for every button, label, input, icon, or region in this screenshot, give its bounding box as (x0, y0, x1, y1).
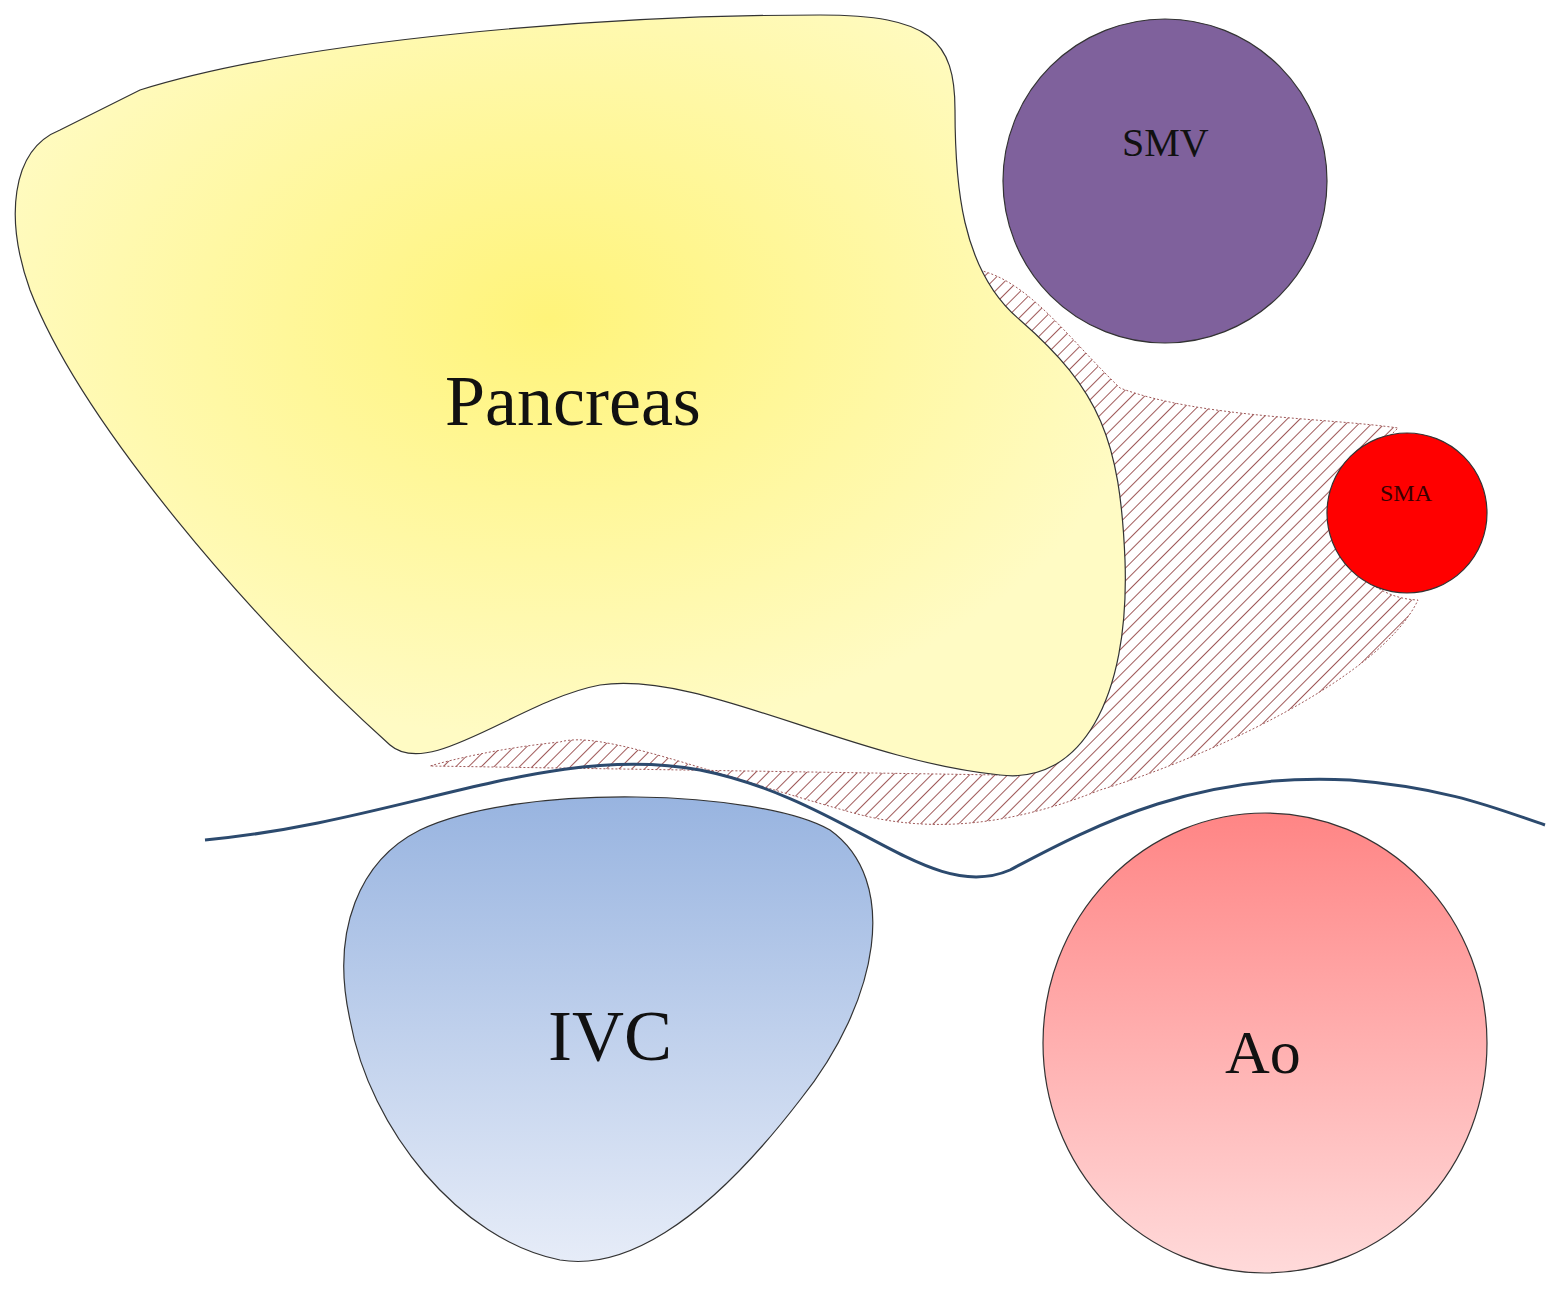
node-label: Pancreas (445, 362, 701, 441)
shape-outline (1000, 15, 1330, 347)
aorta-vessel: Ao (1038, 808, 1494, 1278)
node-label: SMA (1380, 480, 1432, 506)
node-label: IVC (548, 997, 672, 1076)
shape-fill (344, 797, 873, 1262)
shape-fill (1327, 433, 1487, 593)
shape-outline (1324, 430, 1490, 596)
shape-fill (1043, 813, 1487, 1273)
shape-fill (15, 15, 1125, 776)
smv-vessel: SMV (1000, 15, 1330, 347)
shape-fill (1003, 19, 1327, 343)
node-label: Ao (1225, 1018, 1301, 1086)
ivc-vessel: IVC (340, 785, 890, 1270)
sma-vessel: SMA (1324, 430, 1490, 596)
node-label: SMV (1122, 121, 1209, 165)
pancreas-organ: Pancreas (5, 8, 1140, 793)
